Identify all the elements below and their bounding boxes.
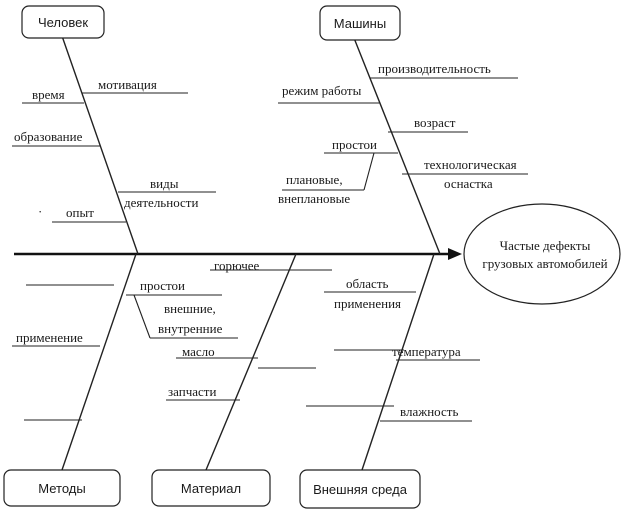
bone-man (61, 35, 139, 255)
cause-time: время (32, 87, 65, 102)
stray-mark: · (38, 204, 42, 219)
category-box-methods: Методы (3, 469, 121, 507)
cause-experience: опыт (66, 205, 94, 220)
causes-methods: простои внешние, внутренние применение (12, 278, 238, 421)
cause-education: образование (14, 129, 83, 144)
cause-ext-line2: внутренние (158, 321, 223, 336)
cause-planned-line2: внеплановые (278, 191, 350, 206)
category-box-environment: Внешняя среда (299, 469, 421, 509)
effect-label-line2: грузовых автомобилей (482, 256, 607, 271)
svg-text:Материал: Материал (181, 481, 241, 496)
cause-mode: режим работы (282, 83, 362, 98)
causes-man: мотивация время образование виды деятель… (12, 77, 216, 223)
cause-tooling-line2: оснастка (444, 176, 493, 191)
main-bones (61, 35, 441, 471)
cause-tooling-line1: технологическая (424, 157, 517, 172)
svg-text:Методы: Методы (38, 481, 85, 496)
svg-text:Машины: Машины (334, 16, 386, 31)
bone-material (205, 253, 297, 471)
effect-label-line1: Частые дефекты (500, 238, 591, 253)
cause-age: возраст (414, 115, 456, 130)
causes-machines: производительность режим работы возраст … (278, 61, 528, 206)
cause-oil: масло (182, 344, 215, 359)
cause-fuel: горючее (214, 258, 260, 273)
cause-scope-line2: применения (334, 296, 401, 311)
cause-motivation: мотивация (98, 77, 157, 92)
bone-environment (361, 253, 435, 471)
cause-parts: запчасти (168, 384, 216, 399)
bone-machines (353, 37, 441, 255)
category-box-machines: Машины (319, 5, 401, 41)
effect-node: Частые дефекты грузовых автомобилей (463, 203, 621, 305)
svg-text:Человек: Человек (38, 15, 88, 30)
cause-productivity: производительность (378, 61, 491, 76)
cause-temperature: температура (392, 344, 461, 359)
cause-application: применение (16, 330, 83, 345)
bone-methods (61, 253, 137, 471)
causes-material: горючее масло запчасти (166, 258, 332, 401)
main-spine (14, 248, 462, 260)
cause-scope-line1: область (346, 276, 388, 291)
cause-activity-line1: виды (150, 176, 179, 191)
cause-downtime-machines: простои (332, 137, 377, 152)
cause-downtime-methods: простои (140, 278, 185, 293)
cause-ext-line1: внешние, (164, 301, 216, 316)
svg-text:Внешняя среда: Внешняя среда (313, 482, 408, 497)
cause-planned-line1: плановые, (286, 172, 343, 187)
causes-environment: область применения температура влажность (306, 276, 480, 422)
category-box-man: Человек (21, 5, 105, 39)
cause-humidity: влажность (400, 404, 458, 419)
category-box-material: Материал (151, 469, 271, 507)
cause-activity-line2: деятельности (124, 195, 198, 210)
